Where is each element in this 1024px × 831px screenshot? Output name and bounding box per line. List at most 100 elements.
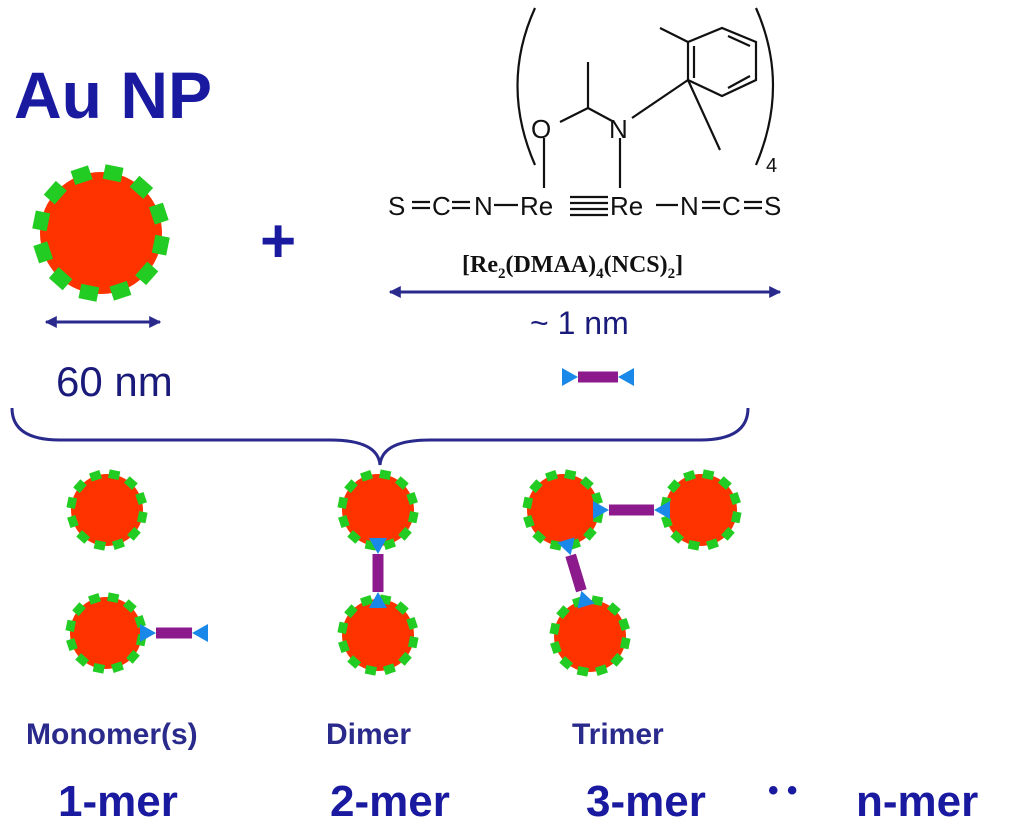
ligand-shell-dot — [32, 210, 51, 232]
ligand-shell-dot — [619, 637, 631, 650]
linker-end-left — [369, 538, 387, 554]
nanoparticle-core — [554, 600, 626, 672]
ligand-shell-dot — [107, 592, 120, 604]
ligand-shell-dot — [670, 530, 685, 544]
ligand-shell-dot — [67, 514, 79, 528]
atom-c-left: C — [432, 191, 451, 221]
species-label-trimer: Trimer — [572, 718, 664, 751]
ligand-shell-dot — [394, 476, 409, 490]
atom-s-right: S — [764, 191, 781, 221]
ligand-shell-dot — [379, 469, 392, 481]
linker-body — [372, 554, 384, 592]
ligand-shell-dot — [134, 615, 146, 629]
ligand-shell-dot — [48, 267, 73, 291]
ligand-shell-dot — [338, 514, 350, 528]
nanoparticle-core — [70, 597, 142, 669]
ligand-shell-dot — [110, 661, 124, 673]
trimer — [522, 469, 742, 677]
ligand-shell-dot — [610, 652, 624, 667]
nanoparticle-core — [527, 474, 599, 546]
ligand-shell-dot — [122, 599, 137, 613]
ligand-shell-dot — [148, 202, 169, 225]
ligand-shell-dot — [398, 526, 412, 541]
ligand-shell-dot — [702, 469, 715, 481]
ligand-shell-dot — [717, 476, 732, 490]
ligand-shell-dot — [136, 511, 148, 524]
nanoparticle-core — [665, 474, 737, 546]
ligand-shell-dot — [65, 619, 77, 632]
ligand-shell-dot — [76, 530, 91, 544]
ligand-shell-dot — [594, 664, 608, 676]
ligand-shell-dot — [66, 496, 78, 509]
nanoparticle-core — [342, 599, 414, 671]
atom-n-ring: N — [609, 114, 628, 144]
ligand-shell-dot — [337, 621, 349, 634]
ligand-shell-dot — [347, 530, 362, 544]
ligand-shell-dot — [75, 653, 90, 667]
mer-label-2: 2-mer — [330, 777, 450, 826]
ligand-shell-dot — [151, 234, 170, 256]
ligand-shell-dot — [382, 663, 396, 675]
ligand-shell-dot — [360, 595, 374, 607]
legend-nanoparticle — [32, 164, 170, 302]
linker-body — [578, 371, 618, 383]
ligand-shell-dot — [522, 496, 534, 509]
benzene-ring — [686, 26, 758, 98]
ligand-shell-dot — [33, 241, 54, 264]
ligand-shell-dot — [398, 651, 412, 666]
monomer-with-linker — [65, 592, 208, 674]
ligand-shell-dot — [730, 511, 742, 524]
dimer — [337, 469, 419, 676]
ligand-shell-dot — [550, 640, 562, 654]
atom-re-right: Re — [610, 191, 643, 221]
ligand-shell-dot — [564, 469, 577, 481]
linker-end-left — [562, 368, 578, 386]
ligand-shell-dot — [93, 539, 106, 551]
legend-linker — [562, 368, 634, 386]
ligand-shell-dot — [102, 164, 124, 183]
linker-size-label: ~ 1 nm — [530, 305, 629, 341]
nanoparticle-core — [40, 172, 162, 294]
atom-n-left: N — [474, 191, 493, 221]
left-parenthesis — [516, 7, 537, 166]
linker-end-right — [192, 624, 208, 642]
atom-n-right: N — [680, 191, 699, 221]
ligand-shell-dot — [407, 511, 419, 524]
atom-s-left: S — [388, 191, 405, 221]
ligand-shell-dot — [705, 538, 719, 550]
monomer-bare — [66, 469, 148, 551]
ligand-shell-dot — [126, 649, 140, 664]
ellipsis: • • — [768, 774, 797, 807]
ligand-shell-dot — [618, 618, 630, 632]
ligand-shell-dot — [382, 538, 396, 550]
mer-label-1: 1-mer — [58, 777, 178, 826]
linker-end-right — [369, 592, 387, 608]
ligand-shell-dot — [344, 479, 358, 494]
ligand-shell-dot — [88, 593, 102, 605]
linker-end-right — [654, 501, 670, 519]
ligand-shell-dot — [347, 655, 362, 669]
ligand-shell-dot — [579, 476, 594, 490]
ligand-shell-dot — [360, 470, 374, 482]
ligand-shell-dot — [683, 470, 697, 482]
linker-body — [565, 553, 587, 593]
ligand-shell-dot — [545, 470, 559, 482]
ligand-shell-dot — [344, 604, 358, 619]
ligand-shell-dot — [729, 492, 741, 506]
ligand-shell-dot — [364, 664, 377, 676]
linker-body — [156, 627, 192, 639]
linker-end-left — [140, 624, 156, 642]
grouping-brace — [10, 407, 750, 466]
ligand-shell-dot — [532, 530, 547, 544]
ligand-shell-dot — [89, 470, 103, 482]
complex-formula: [Re2(DMAA)4(NCS)2] — [462, 252, 683, 282]
atom-re-left: Re — [520, 191, 553, 221]
ligand-shell-dot — [78, 283, 100, 302]
ligand-shell-dot — [66, 637, 78, 651]
species-label-dimer: Dimer — [326, 718, 411, 751]
ligand-shell-dot — [394, 601, 409, 615]
ligand-shell-dot — [92, 662, 105, 674]
ligand-shell-dot — [583, 526, 597, 541]
atom-o: O — [531, 114, 551, 144]
